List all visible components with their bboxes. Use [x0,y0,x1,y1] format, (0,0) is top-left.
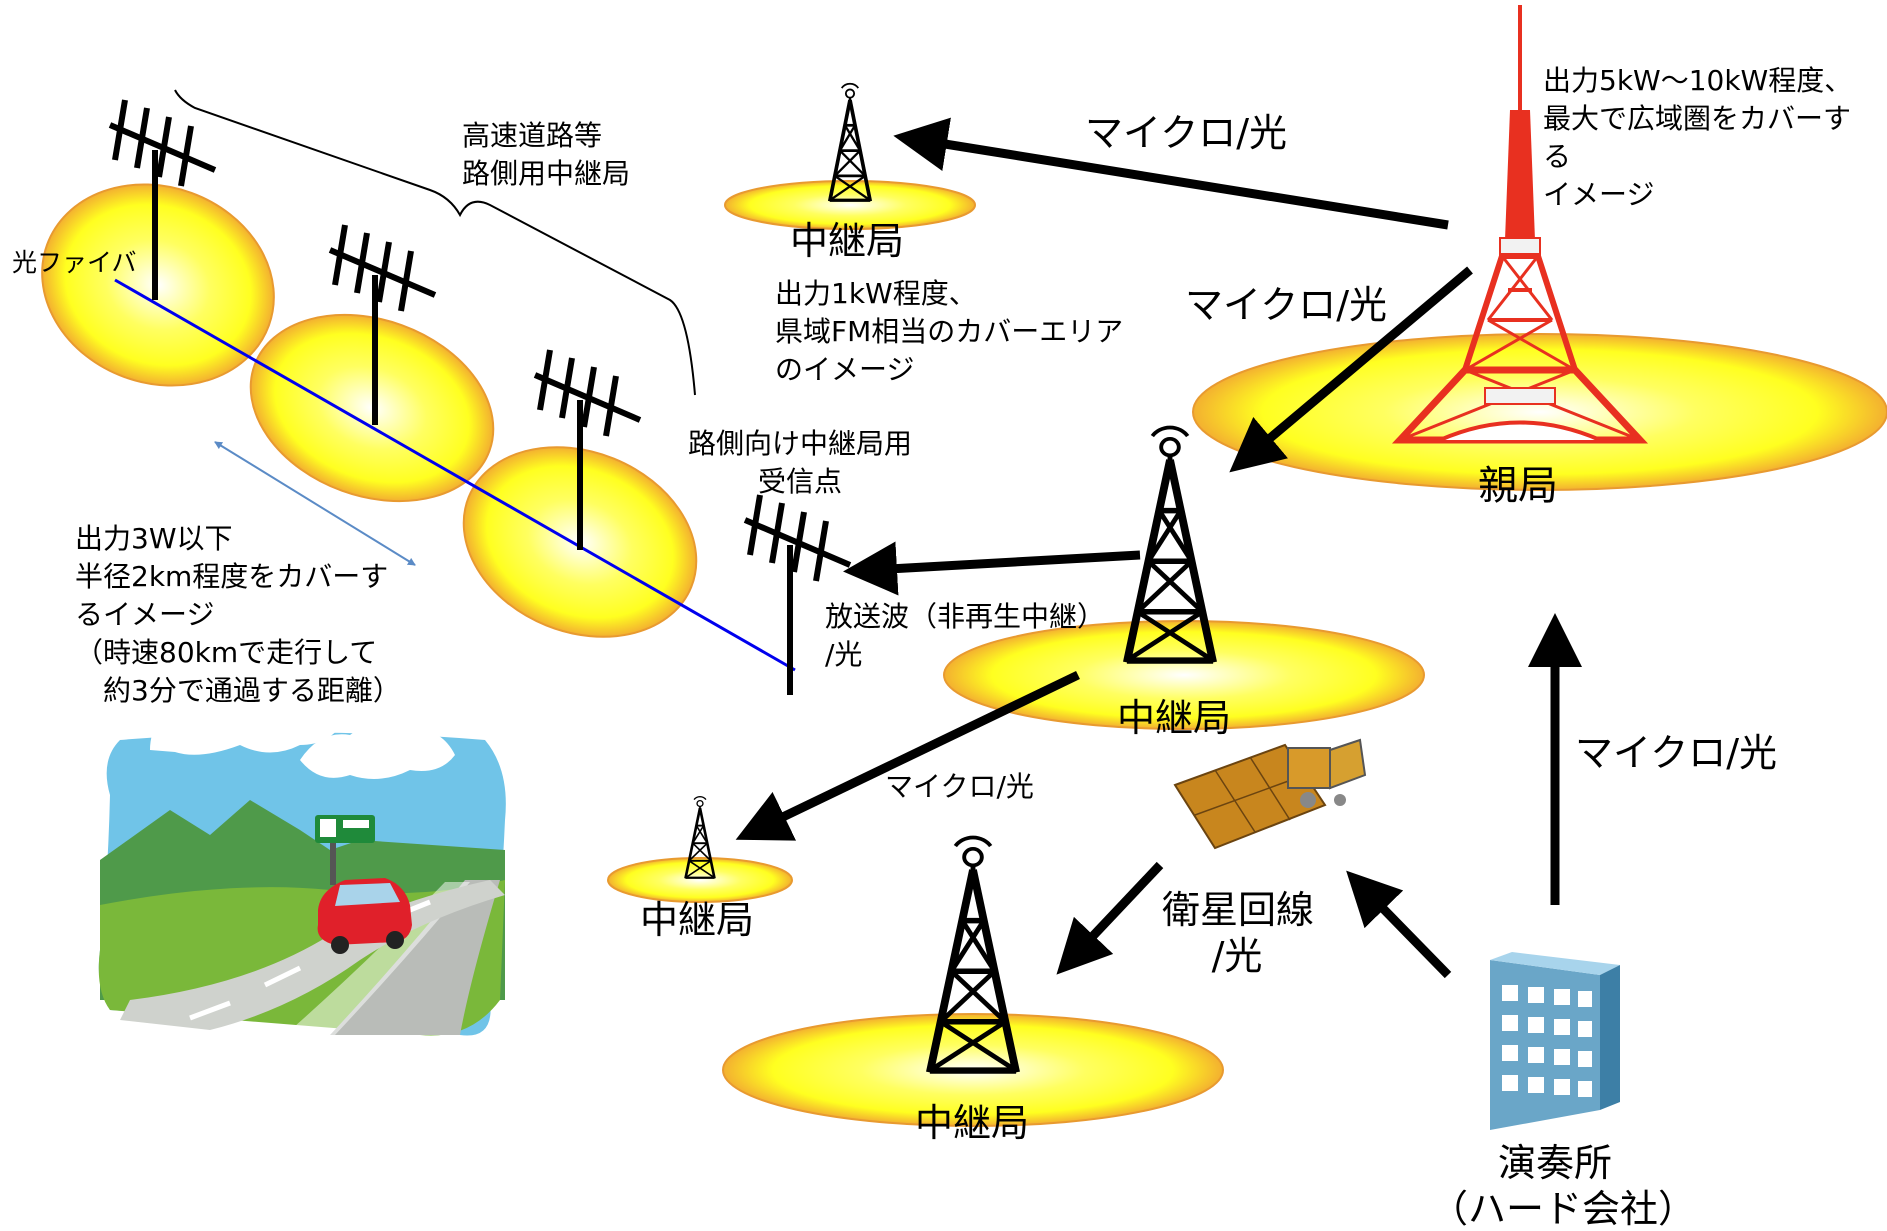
label-link-parent-to-mid: マイクロ/光 [1185,283,1388,327]
roadside-description: 出力3W以下 半径2km程度をカバーす るイメージ （時速80kmで走行して 約… [75,522,401,707]
coverage-top-relay [724,180,976,230]
label-link-mid-to-small: マイクロ/光 [885,770,1034,803]
roadside-receiver-label: 路側向け中継局用 受信点 [687,427,912,498]
coverage-small-relay [607,857,793,903]
studio-building-icon [1490,952,1620,1130]
coverage-parent [1192,333,1887,491]
label-link-parent-to-top: マイクロ/光 [1085,111,1288,155]
roadside-group-label: 高速道路等 路側用中継局 [462,119,631,190]
bottom-relay-name: 中継局 [915,1101,1030,1145]
arrow-mid-to-receiver [843,541,1141,596]
top-relay-name: 中継局 [790,219,905,263]
arrow-studio-to-satellite [1346,870,1452,979]
label-satellite-link: 衛星回線 /光 [1162,888,1315,978]
road-scene-icon [98,690,506,1036]
parent-description: 出力5kW～10kW程度、 最大で広域圏をカバーす る イメージ [1543,64,1853,211]
label-link-studio-to-parent: マイクロ/光 [1575,731,1778,775]
arrow-mid-to-small [735,670,1080,841]
coverage-areas [41,180,1887,1127]
parent-tower-icon [1391,5,1649,444]
top-relay-description: 出力1kW程度、 県域FM相当のカバーエリア のイメージ [775,277,1124,386]
arrow-parent-to-top [893,117,1449,230]
studio-name: 演奏所 （ハード会社） [1430,1141,1697,1231]
mid-relay-name: 中継局 [1117,696,1232,740]
label-link-mid-to-roadside: 放送波（非再生中継） /光 [825,600,1106,671]
roadside-brace [174,89,696,396]
parent-name: 親局 [1478,463,1558,509]
fiber-line [114,278,796,672]
arrow-parent-to-mid [1229,266,1473,473]
fiber-label: 光ファイバ [12,248,137,277]
satellite-icon [1173,738,1367,850]
range-arrow [214,441,416,566]
arrow-satellite-to-bottom [1056,861,1164,975]
link-arrows [735,117,1582,979]
small-relay-name: 中継局 [640,898,755,942]
